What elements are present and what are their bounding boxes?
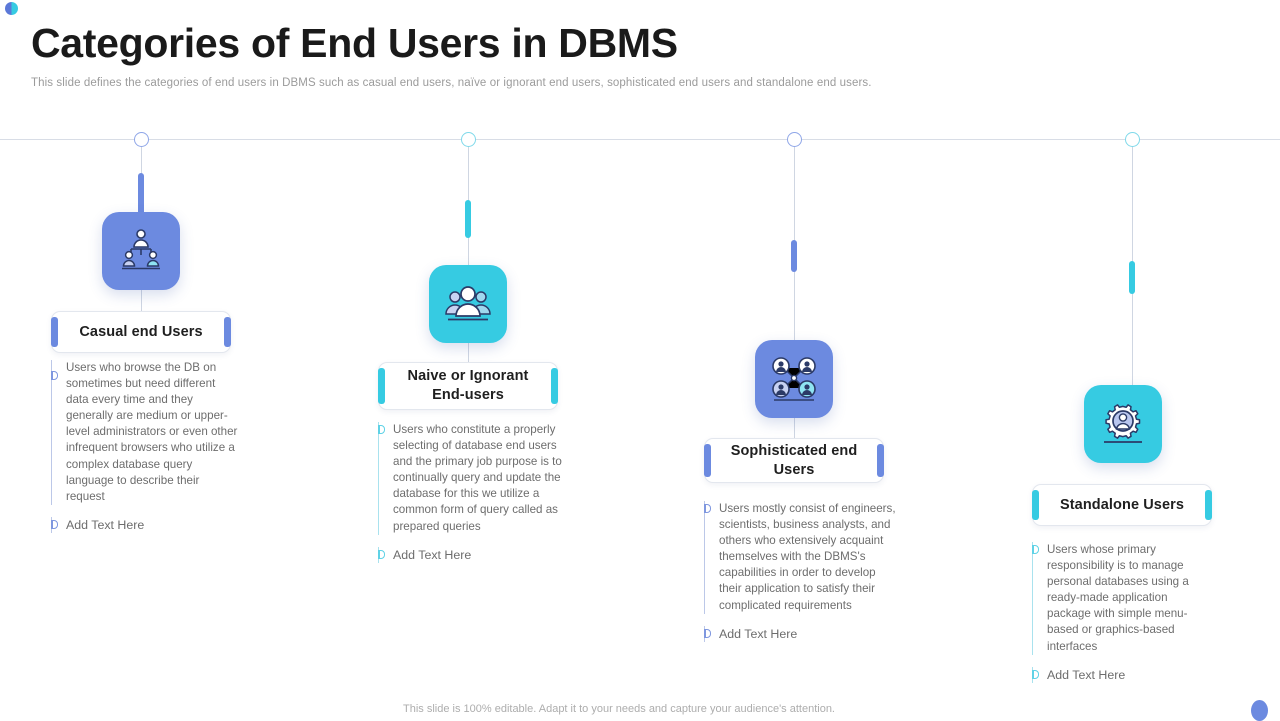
add-text-label-3[interactable]: Add Text Here <box>719 626 798 641</box>
column-bar-1 <box>138 173 144 225</box>
column-body-2: Users who constitute a properly selectin… <box>378 422 570 563</box>
page-subtitle: This slide defines the categories of end… <box>31 77 872 89</box>
bullet-stem-3 <box>704 501 705 614</box>
corner-decoration-dot <box>5 2 18 15</box>
timeline-node-2[interactable] <box>461 132 476 147</box>
bullet-marker-2 <box>378 425 385 434</box>
icon-tile-1[interactable] <box>102 212 180 290</box>
card-accent-right-1 <box>224 317 231 347</box>
column-bar-2 <box>465 200 471 238</box>
people-group-icon <box>443 282 493 326</box>
footer-note: This slide is 100% editable. Adapt it to… <box>403 703 835 715</box>
bullet-marker-2b <box>378 549 385 559</box>
bullet-marker-1 <box>51 371 58 380</box>
column-card-4[interactable]: Standalone Users <box>1032 484 1212 526</box>
card-accent-right-4 <box>1205 490 1212 520</box>
add-text-row-3[interactable]: Add Text Here <box>704 625 900 642</box>
column-bar-4 <box>1129 261 1135 294</box>
bullet-marker-4b <box>1032 669 1039 679</box>
column-body-text-3: Users mostly consist of engineers, scien… <box>719 502 896 612</box>
bullet-marker-1b <box>51 519 58 529</box>
bullet-marker-4 <box>1032 545 1039 554</box>
timeline-node-1[interactable] <box>134 132 149 147</box>
card-accent-left-4 <box>1032 490 1039 520</box>
bullet-marker-3 <box>704 504 711 513</box>
card-accent-left-3 <box>704 444 711 477</box>
column-card-1[interactable]: Casual end Users <box>51 311 231 353</box>
column-body-4: Users whose primary responsibility is to… <box>1032 542 1212 683</box>
column-body-3: Users mostly consist of engineers, scien… <box>704 501 900 642</box>
gear-user-icon <box>1098 401 1148 447</box>
column-body-1: Users who browse the DB on sometimes but… <box>51 360 241 533</box>
bullet-stem-1 <box>51 360 52 505</box>
column-card-3[interactable]: Sophisticated end Users <box>704 438 884 483</box>
add-text-label-2[interactable]: Add Text Here <box>393 547 472 562</box>
icon-tile-4[interactable] <box>1084 385 1162 463</box>
add-text-row-4[interactable]: Add Text Here <box>1032 666 1212 683</box>
page-title: Categories of End Users in DBMS <box>31 20 678 66</box>
card-accent-left-2 <box>378 368 385 404</box>
icon-tile-2[interactable] <box>429 265 507 343</box>
column-body-text-1: Users who browse the DB on sometimes but… <box>66 361 238 503</box>
card-accent-right-3 <box>877 444 884 477</box>
timeline-rail <box>0 139 1280 140</box>
people-network-icon <box>769 355 819 403</box>
footer-decoration-dot <box>1251 700 1268 721</box>
column-title-3: Sophisticated end Users <box>730 442 858 478</box>
add-text-row-1[interactable]: Add Text Here <box>51 516 241 533</box>
column-guide-2 <box>468 147 469 371</box>
add-text-label-1[interactable]: Add Text Here <box>66 517 145 532</box>
column-title-2: Naive or Ignorant End-users <box>407 368 529 403</box>
column-bar-3 <box>791 240 797 272</box>
body-bullet-4: Users whose primary responsibility is to… <box>1032 542 1212 655</box>
add-text-row-2[interactable]: Add Text Here <box>378 546 570 563</box>
bullet-stem-2 <box>378 422 379 535</box>
column-title-4: Standalone Users <box>1059 496 1185 513</box>
column-card-2[interactable]: Naive or Ignorant End-users <box>378 362 558 410</box>
bullet-stem-4 <box>1032 542 1033 655</box>
timeline-node-3[interactable] <box>787 132 802 147</box>
people-hierarchy-icon <box>116 228 166 274</box>
column-guide-3 <box>794 147 795 445</box>
add-text-label-4[interactable]: Add Text Here <box>1047 667 1126 682</box>
card-accent-left-1 <box>51 317 58 347</box>
card-accent-right-2 <box>551 368 558 404</box>
timeline-node-4[interactable] <box>1125 132 1140 147</box>
column-body-text-2: Users who constitute a properly selectin… <box>393 423 562 533</box>
column-body-text-4: Users whose primary responsibility is to… <box>1047 543 1189 653</box>
body-bullet-3: Users mostly consist of engineers, scien… <box>704 501 900 614</box>
body-bullet-1: Users who browse the DB on sometimes but… <box>51 360 241 505</box>
body-bullet-2: Users who constitute a properly selectin… <box>378 422 570 535</box>
icon-tile-3[interactable] <box>755 340 833 418</box>
bullet-marker-3b <box>704 628 711 638</box>
column-title-1: Casual end Users <box>79 323 203 340</box>
